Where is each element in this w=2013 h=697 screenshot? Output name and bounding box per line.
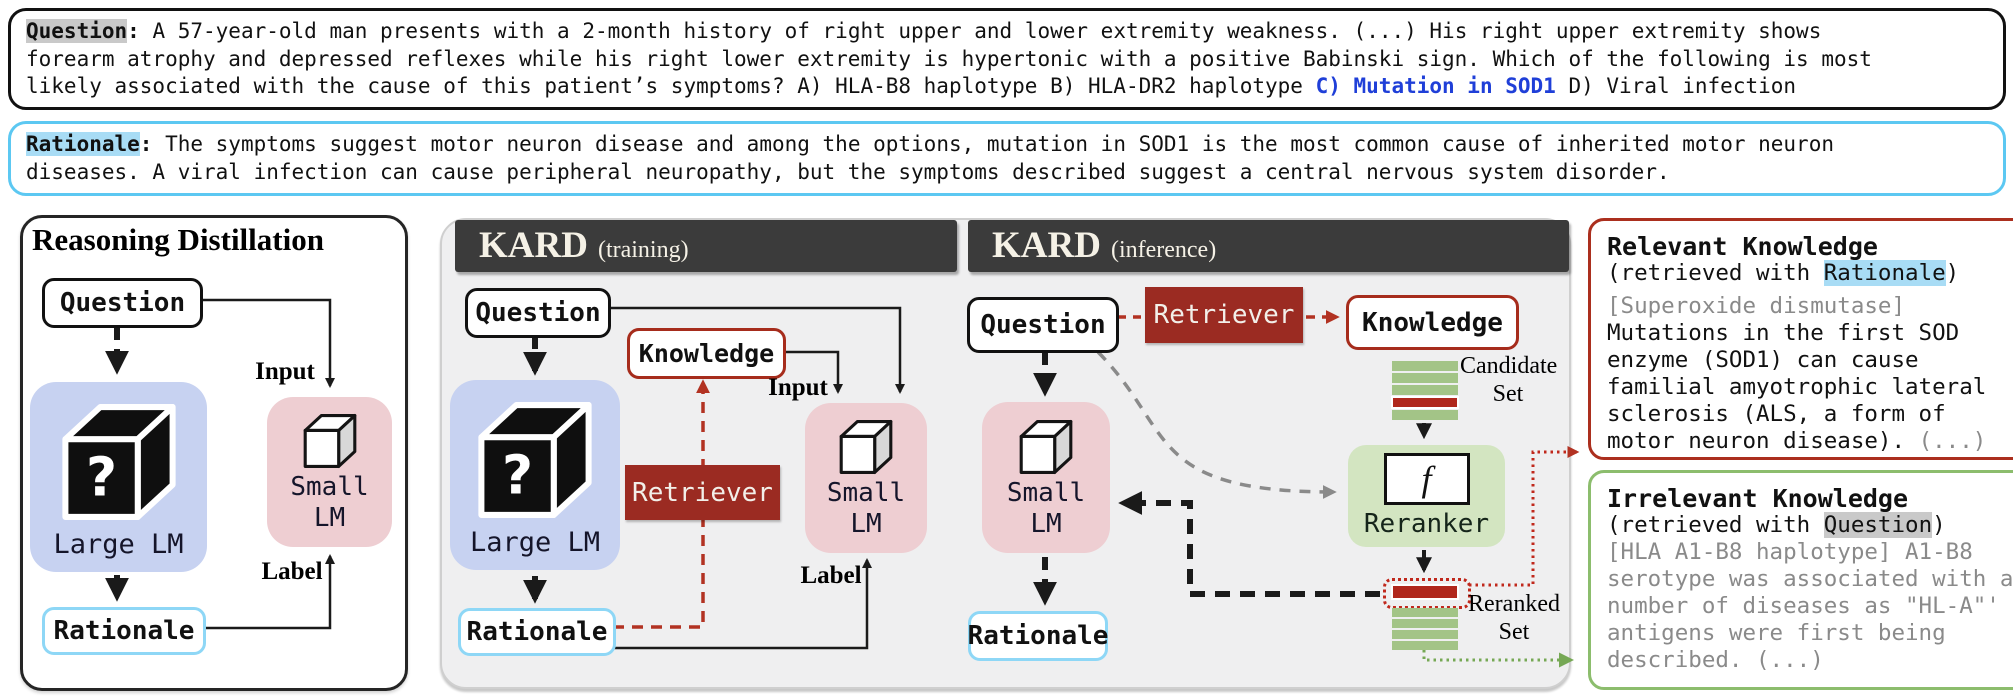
rd-rationale-box: Rationale [42,607,206,655]
rationale-text-1: The symptoms suggest motor neuron diseas… [165,132,1834,156]
relevant-knowledge-subtitle: (retrieved with Rationale) [1607,260,2013,287]
rd-title: Reasoning Distillation [32,222,324,257]
rationale-line-1: Rationale: The symptoms suggest motor ne… [26,131,1988,159]
i-small-lm-label-2: LM [1030,508,1062,539]
t-question-box: Question [465,288,611,338]
t-retriever-box: Retriever [625,465,780,520]
candidate-bar-green-4 [1392,410,1458,420]
rd-large-lm-label: Large LM [53,528,184,560]
rd-large-lm: ? Large LM [30,382,207,572]
large-lm-cube-icon: ? [478,401,592,518]
relevant-retrieved-term: Rationale [1823,260,1946,286]
relevant-retrieved-prefix: (retrieved with [1607,260,1824,286]
i-knowledge-box: Knowledge [1346,295,1519,350]
t-large-lm: ? Large LM [450,380,620,570]
t-small-lm-label-2: LM [850,509,882,539]
reranked-bar-green-1 [1392,608,1458,617]
reranked-bar-green-4 [1392,641,1458,650]
question-line-1: Question: A 57-year-old man presents wit… [26,18,1988,46]
irrelevant-knowledge-title: Irrelevant Knowledge [1607,484,1909,513]
kard-training-title: KARD [479,225,588,266]
relevant-body-text: Mutations in the first SOD enzyme (SOD1)… [1607,320,1987,454]
t-small-lm-label-1: Small [826,478,906,508]
candidate-set-label-1: Candidate [1460,353,1558,379]
reranked-set-label-2: Set [1498,619,1530,645]
kard-training-header: KARD (training) [455,220,957,272]
t-rationale-box: Rationale [458,608,616,656]
question-colon: : [127,19,153,43]
correct-answer-text: C) Mutation in SOD1 [1315,74,1556,98]
relevant-knowledge-source: [Superoxide dismutase] [1607,293,1906,319]
reranked-bar-green-3 [1392,630,1458,639]
question-mark-glyph: ? [502,443,533,506]
t-large-lm-label: Large LM [469,526,601,558]
reranked-bar-green-2 [1392,619,1458,628]
relevant-knowledge-title: Relevant Knowledge [1607,232,1878,261]
irrelevant-retrieved-prefix: (retrieved with [1607,512,1824,538]
reranker-box: f Reranker [1348,445,1505,547]
candidate-bar-red [1391,396,1459,409]
kard-inference-title: KARD [992,225,1101,266]
question-label: Question [26,19,128,43]
rd-label-label: Label [261,558,323,585]
irrelevant-retrieved-suffix: ) [1932,512,1946,538]
relevant-knowledge-panel: Relevant Knowledge (retrieved with Ratio… [1588,218,2013,460]
candidate-bar-green-2 [1392,373,1458,383]
irrelevant-knowledge-panel: Irrelevant Knowledge (retrieved with Que… [1588,470,2013,690]
small-lm-cube-icon [1019,419,1073,474]
reranked-top-highlight-rect [1383,578,1471,609]
relevant-knowledge-body: Mutations in the first SOD enzyme (SOD1)… [1607,320,2013,455]
kard-inference-header: KARD (inference) [968,220,1569,272]
candidate-bar-green-1 [1392,361,1458,371]
small-lm-cube-icon [303,414,356,468]
reranker-function-icon: f [1383,453,1470,505]
reranked-set-label-1: Reranked [1468,591,1560,617]
question-mark-glyph: ? [86,445,117,508]
i-question-box: Question [967,297,1119,353]
relevant-body-ellipsis: (...) [1918,428,1987,454]
rationale-line-2: diseases. A viral infection can cause pe… [26,159,1670,184]
kard-inference-subtitle: (inference) [1110,237,1217,263]
reranker-label: Reranker [1363,509,1490,539]
relevant-retrieved-suffix: ) [1945,260,1960,286]
rd-small-lm: Small LM [267,397,392,547]
rd-input-label: Input [255,358,315,385]
reranked-set-label: Reranked Set [1468,590,1560,646]
candidate-bar-green-3 [1392,385,1458,395]
reranked-bar-red [1391,584,1459,600]
t-knowledge-box: Knowledge [627,328,786,379]
rd-question-box: Question [42,278,203,328]
i-small-lm: Small LM [982,402,1110,553]
question-example-panel: Question: A 57-year-old man presents wit… [8,8,2006,110]
rationale-example-panel: Rationale: The symptoms suggest motor ne… [8,121,2006,196]
rationale-colon: : [139,132,166,156]
irrelevant-retrieved-term: Question [1823,512,1933,538]
large-lm-cube-icon: ? [61,403,176,520]
question-text-1: A 57-year-old man presents with a 2-mont… [152,19,1822,43]
i-retriever-box: Retriever [1145,287,1303,343]
question-text-3: likely associated with the cause of this… [26,74,1316,98]
candidate-set-label: Candidate Set [1460,352,1558,408]
question-text-3-after: D) Viral infection [1555,74,1797,98]
i-small-lm-label-1: Small [1006,477,1086,508]
irrelevant-knowledge-body: [HLA A1-B8 haplotype] A1-B8 serotype was… [1607,539,2013,673]
question-line-3: likely associated with the cause of this… [26,73,1988,101]
kard-training-subtitle: (training) [597,237,689,263]
i-rationale-box: Rationale [968,611,1108,661]
question-line-2: forearm atrophy and depressed reflexes w… [26,46,1872,71]
irrelevant-knowledge-subtitle: (retrieved with Question) [1607,512,2013,539]
rd-small-lm-label-1: Small [290,472,369,502]
rationale-label: Rationale [26,132,140,156]
t-small-lm: Small LM [805,403,927,553]
small-lm-cube-icon [839,420,893,474]
t-input-label: Input [768,374,828,401]
rd-small-lm-label-2: LM [313,503,346,533]
candidate-set-label-2: Set [1492,381,1524,407]
t-label-label: Label [800,562,862,589]
